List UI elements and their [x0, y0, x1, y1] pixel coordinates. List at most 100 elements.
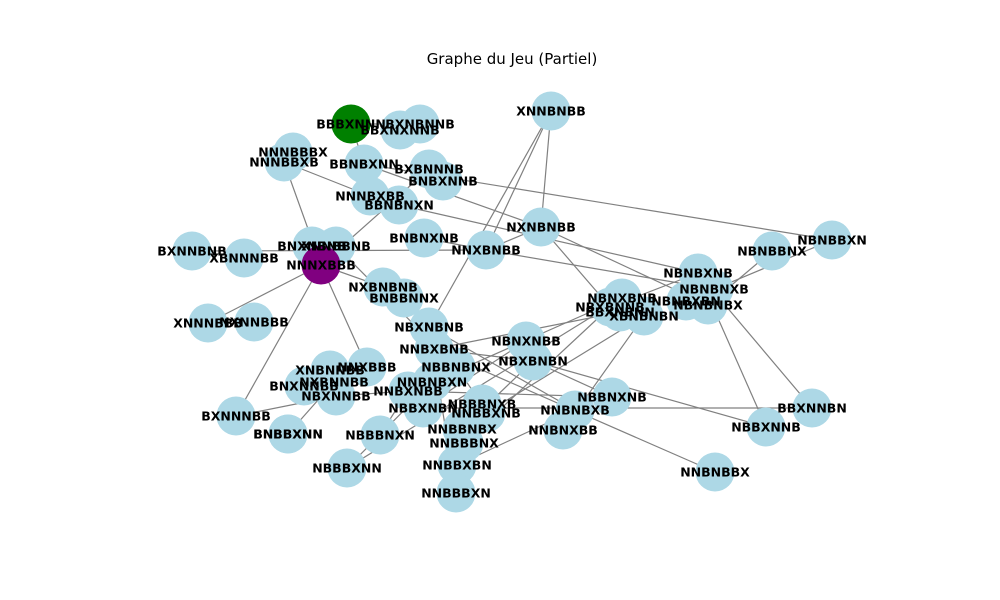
graph-labels: BBBXNNNBBXNXNNBBXNBNNBXNNBNBBNNNBBBXNNNB…	[157, 104, 867, 501]
node-label-xnnbnbb: XNNBNBB	[516, 104, 586, 119]
edge-nnxbnbb-nbnbnxb	[485, 249, 715, 290]
node-label-bnbbxnn: BNBBXNN	[253, 427, 323, 442]
node-bnbbnnx	[384, 278, 424, 318]
node-label-nnbnbbx: NNBNBBX	[680, 465, 750, 480]
node-label-nbbnbnx: NBBNBNX	[421, 360, 491, 375]
edge-xbnbnbn-nnbbxnb	[485, 315, 645, 414]
node-nbnbbxn	[812, 220, 852, 260]
node-xnnnbbb	[188, 303, 228, 343]
node-label-nnbxbnb: NNBXBNB	[399, 342, 469, 357]
node-label-nxnbnbb: NXNBNBB	[506, 220, 576, 235]
node-nbbnxnb	[592, 377, 632, 417]
node-nxnbnbb	[521, 207, 561, 247]
node-xbnnnbb	[224, 238, 264, 278]
node-label-bnbxnnb: BNBXNNB	[408, 174, 478, 189]
node-nbxnnbb	[316, 376, 356, 416]
edge-nbxnbnb-nnbnbxb	[428, 326, 576, 411]
node-label-xbnnnbb: XBNNNBB	[209, 251, 279, 266]
edge-nbbxnnb-nbxbnbn	[532, 360, 767, 428]
node-label-nbxbnnb: NBXBNNB	[575, 300, 645, 315]
node-label-nnxbbb: NNXBBB	[337, 360, 396, 375]
node-label-xnbnnbb: XNBNNBB	[295, 363, 365, 378]
node-label-nnnbbxb: NNNBBXB	[249, 155, 319, 170]
node-label-nnbbbxn: NNBBBXN	[421, 486, 491, 501]
node-nbbxnbn	[403, 388, 443, 428]
node-nnbbxbn	[437, 445, 477, 485]
node-label-bnxnbnb: BNXNBNB	[277, 239, 347, 254]
node-label-nnbxnbb: NNBXNBB	[373, 384, 443, 399]
node-label-bbxnxnnb: BBXNXNNB	[360, 123, 439, 138]
node-bnxnnbb	[284, 366, 324, 406]
node-label-nnbbbnx: NNBBBNX	[429, 436, 499, 451]
node-label-nbnbbxn: NBNBBXN	[797, 233, 867, 248]
node-label-bnbbnnx: BNBBNNX	[369, 291, 439, 306]
graph-nodes	[172, 91, 852, 513]
node-nnnxbbb	[301, 245, 341, 285]
node-label-nnbbxbn: NNBBXBN	[422, 458, 492, 473]
node-label-xnnbbnb: XNNBBNB	[301, 239, 371, 254]
node-label-nbbnxnb: NBBNXNB	[577, 390, 647, 405]
node-label-nnxbnbb: NNXBNBB	[451, 243, 521, 258]
graph-title: Graphe du Jeu (Partiel)	[427, 50, 598, 68]
node-nbnbbnx	[752, 231, 792, 271]
node-label-nbbbnxb: NBBBNXB	[448, 397, 517, 412]
node-bnbnxnb	[404, 218, 444, 258]
node-xnnbnbb	[531, 91, 571, 131]
node-label-nxbnnbb: NXBNNBB	[299, 375, 369, 390]
node-label-nbxbnbn: NBXBNBN	[498, 354, 568, 369]
node-label-nnnbbbx: NNNBBBX	[258, 145, 328, 160]
node-label-bbnbxnn: BBNBXNN	[329, 157, 399, 172]
edge-nnnxbbb-xnnnbbb	[207, 264, 322, 324]
node-nbbxnnb	[746, 407, 786, 447]
node-label-nbbxnnb: NBBXNNB	[731, 420, 801, 435]
node-label-nbnbnbx: NBNBNBX	[673, 298, 743, 313]
node-label-nbnxnbb: NBNXNBB	[491, 334, 561, 349]
node-label-bxnnnbb: BXNNNBB	[201, 409, 271, 424]
node-label-nxbnbnb: NXBNBNB	[348, 280, 418, 295]
node-label-nbnbxnb: NBNBXNB	[663, 266, 733, 281]
node-nbbbnxn	[360, 415, 400, 455]
node-bnbxnnb	[423, 161, 463, 201]
node-label-bxnbnnb: BXNBNNB	[385, 117, 455, 132]
node-label-bbnbnxn: BBNBNXN	[364, 198, 434, 213]
node-label-bbbxnnn: BBBXNNN	[316, 117, 386, 132]
edge-xnnbnbb-nbxnbnb	[428, 110, 552, 328]
node-label-bnbbxnn: BNBBXNN	[253, 427, 323, 442]
node-nbnbnbx	[688, 285, 728, 325]
node-label-xbnbnbn: XBNBNBN	[609, 309, 679, 324]
node-label-bbxnbnn: BBXNBNN	[585, 305, 655, 320]
node-label-nnbbnbx: NNBBNBX	[427, 422, 497, 437]
node-bxnbnnb	[400, 104, 440, 144]
node-label-nnbnbxb: NNBNBXB	[540, 403, 610, 418]
node-label-bbxnnbn: BBXNNBN	[777, 401, 847, 416]
node-label-nxnnbbb: NXNNBBB	[219, 315, 289, 330]
node-bxnnbnb	[172, 231, 212, 271]
node-label-nbnbnxb: NBNBNXB	[679, 282, 749, 297]
node-label-bxbnnnb: BXBNNNB	[394, 162, 464, 177]
node-label-bnbnxnb: BNBNXNB	[389, 231, 459, 246]
node-nbxbnbn	[513, 341, 553, 381]
node-nnxbbb	[347, 347, 387, 387]
node-label-nnbbxnb: NNBBXNB	[451, 406, 521, 421]
node-label-nbxnbnb: NBXNBNB	[394, 320, 464, 335]
node-nbbbxnn	[327, 448, 367, 488]
node-label-bxnnbnb: BXNNBNB	[157, 244, 227, 259]
node-label-nbnbbnx: NBNBBNX	[737, 244, 807, 259]
node-label-xnnnbbb: XNNNBBB	[173, 316, 243, 331]
node-nnbnbbx	[695, 452, 735, 492]
node-label-nbbbxnn: NBBBXNN	[312, 461, 382, 476]
node-label-nbnbxbn: NBNBXBN	[651, 294, 721, 309]
node-bbxnnbn	[792, 388, 832, 428]
node-bnbbxnn	[268, 414, 308, 454]
node-bbnbxnn	[344, 144, 384, 184]
node-label-nbnxbnb: NBNXBNB	[587, 291, 657, 306]
node-label-nbbbnxn: NBBBNXN	[345, 428, 415, 443]
node-nnbnxbb	[543, 410, 583, 450]
node-label-nnbnxbb: NNBNXBB	[528, 423, 598, 438]
node-label-nbbxnbn: NBBXNBN	[388, 401, 458, 416]
node-label-nbxnnbb: NBXNNBB	[301, 389, 371, 404]
node-bxnnnbb	[216, 396, 256, 436]
node-nnxbnbb	[466, 230, 506, 270]
node-label-nnnbxbb: NNNBXBB	[335, 189, 405, 204]
node-label-nnnxbbb: NNNXBBB	[286, 258, 356, 273]
